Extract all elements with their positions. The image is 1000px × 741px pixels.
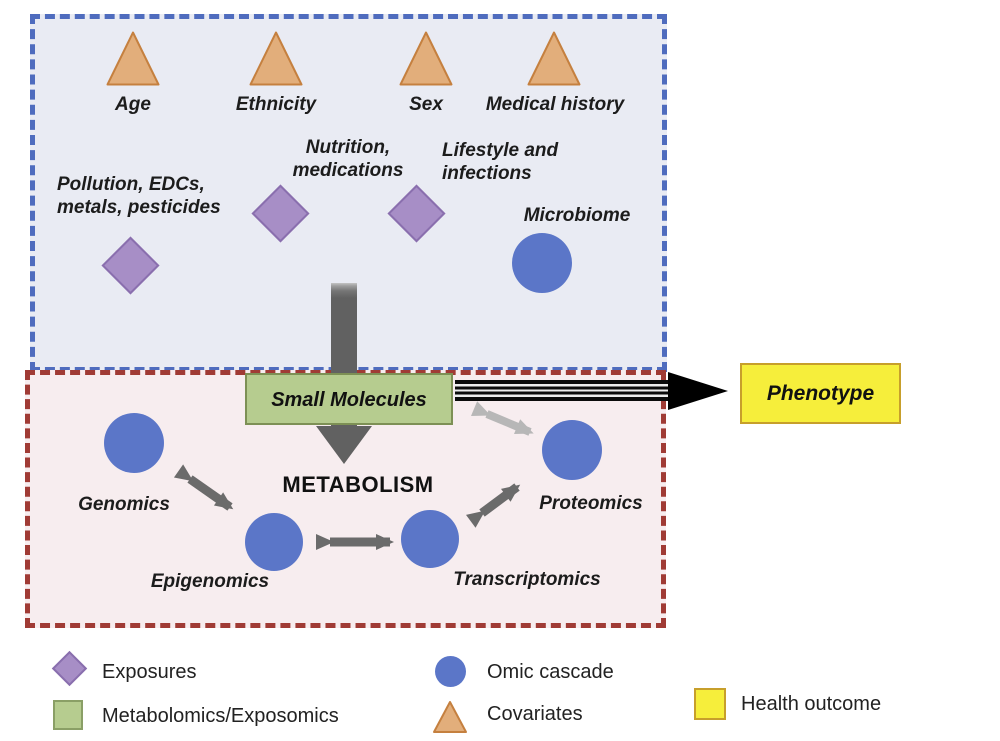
legend-metabolomics-label: Metabolomics/Exposomics <box>102 705 339 727</box>
legend-covariates-triangle-icon <box>433 701 467 733</box>
covariate-triangle-icon <box>527 31 581 86</box>
transcriptomics-circle-icon <box>401 510 459 568</box>
microbiome-label: Microbiome <box>523 205 631 226</box>
proteomics-circle-icon <box>542 420 602 480</box>
epigenomics-label: Epigenomics <box>150 571 270 592</box>
genomics-label: Genomics <box>78 494 170 515</box>
covariate-triangle-icon <box>399 31 453 86</box>
metabolome-to-phenotype-arrow-shaft <box>455 380 675 401</box>
small-molecules-box: Small Molecules <box>245 373 453 425</box>
phenotype-box: Phenotype <box>740 363 901 424</box>
covariate-label-medical-history: Medical history <box>485 94 625 115</box>
legend-health-outcome-square-icon <box>694 688 726 720</box>
legend-omic-cascade-label: Omic cascade <box>487 661 614 683</box>
exposure-label-nutrition: Nutrition, medications <box>292 137 404 181</box>
proteomics-label: Proteomics <box>539 493 643 514</box>
covariate-label-age: Age <box>115 94 151 115</box>
legend-omic-cascade-circle-icon <box>435 656 466 687</box>
legend-covariates-label: Covariates <box>487 703 583 725</box>
exposure-label-pollution: Pollution, EDCs, metals, pesticides <box>57 174 221 218</box>
metabolism-label: METABOLISM <box>282 472 434 497</box>
epigenomics-circle-icon <box>245 513 303 571</box>
microbiome-circle-icon <box>512 233 572 293</box>
transcriptomics-label: Transcriptomics <box>453 569 601 590</box>
genomics-circle-icon <box>104 413 164 473</box>
legend-exposures-diamond-icon <box>51 650 88 687</box>
metabolome-to-phenotype-arrow-head <box>668 372 728 410</box>
covariate-triangle-icon <box>249 31 303 86</box>
exposure-label-lifestyle: Lifestyle and infections <box>442 140 559 184</box>
covariate-label-ethnicity: Ethnicity <box>235 94 317 115</box>
covariate-triangle-icon <box>106 31 160 86</box>
covariate-label-sex: Sex <box>409 94 443 115</box>
legend-metabolomics-square-icon <box>53 700 83 730</box>
exposome-to-metabolome-arrow-head <box>316 426 372 464</box>
legend-health-outcome-label: Health outcome <box>741 693 882 715</box>
legend-exposures-label: Exposures <box>102 661 197 683</box>
